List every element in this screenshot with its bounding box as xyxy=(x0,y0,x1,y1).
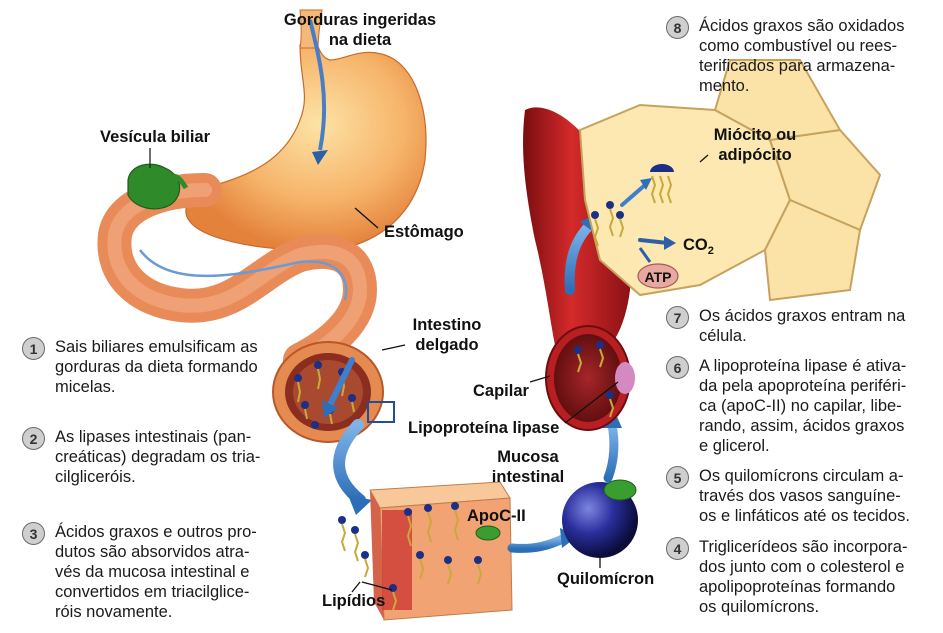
step-1: 1 Sais biliares emulsificam as gorduras … xyxy=(22,337,297,397)
label-capillary: Capilar xyxy=(473,382,530,400)
step-6: 6 A lipoproteína lipase é ativa- da pela… xyxy=(666,356,936,456)
step-5: 5 Os quilomícrons circulam a- través dos… xyxy=(666,466,936,526)
zoom-box xyxy=(367,401,395,423)
mucosa-block xyxy=(369,481,513,621)
step-text: A lipoproteína lipase é ativa- da pela a… xyxy=(699,357,907,455)
step-number: 8 xyxy=(666,16,689,39)
label-lipoprotein-lipase: Lipoproteína lipase xyxy=(408,419,559,437)
step-text: Ácidos graxos e outros pro- dutos são ab… xyxy=(55,523,257,621)
step-number: 7 xyxy=(666,306,689,329)
label-small-intestine-2: delgado xyxy=(415,336,478,354)
label-co2: CO2 xyxy=(683,236,714,257)
step-number: 2 xyxy=(22,427,45,450)
label-myocyte-2: adipócito xyxy=(718,146,791,164)
step-2: 2 As lipases intestinais (pan- creáticas… xyxy=(22,427,297,487)
label-myocyte-1: Miócito ou xyxy=(714,126,796,144)
step-number: 5 xyxy=(666,466,689,489)
step-text: Ácidos graxos são oxidados como combustí… xyxy=(699,17,905,95)
label-gallbladder: Vesícula biliar xyxy=(100,128,211,146)
arrow-to-mucosa xyxy=(333,419,366,506)
label-dietary-fats-2: na dieta xyxy=(329,31,392,49)
label-intestinal-mucosa-1: Mucosa xyxy=(497,448,559,466)
step-number: 4 xyxy=(666,537,689,560)
step-7: 7 Os ácidos graxos entram na célula. xyxy=(666,306,936,346)
lipid-molecules xyxy=(338,516,398,611)
label-chylomicron: Quilomícron xyxy=(557,570,654,588)
label-intestinal-mucosa-2: intestinal xyxy=(492,468,564,486)
step-8: 8 Ácidos graxos são oxidados como combus… xyxy=(666,16,936,96)
label-small-intestine-1: Intestino xyxy=(413,316,482,334)
step-text: Triglicerídeos são incorpora- dos junto … xyxy=(699,538,908,616)
step-number: 3 xyxy=(22,522,45,545)
label-apoc: ApoC-II xyxy=(467,507,526,525)
step-number: 6 xyxy=(666,356,689,379)
step-4: 4 Triglicerídeos são incorpora- dos junt… xyxy=(666,537,936,617)
cell-illustration xyxy=(578,59,882,302)
chylomicron-sphere xyxy=(562,479,638,568)
intestine-illustration xyxy=(97,173,384,443)
step-text: Os quilomícrons circulam a- través dos v… xyxy=(699,467,910,525)
label-lipids: Lipídios xyxy=(322,592,385,610)
label-dietary-fats-1: Gorduras ingeridas xyxy=(284,11,436,29)
label-stomach: Estômago xyxy=(384,223,464,241)
step-text: As lipases intestinais (pan- creáticas) … xyxy=(55,428,261,486)
step-number: 1 xyxy=(22,337,45,360)
stomach-illustration xyxy=(185,9,427,251)
step-3: 3 Ácidos graxos e outros pro- dutos são … xyxy=(22,522,297,622)
step-text: Sais biliares emulsificam as gorduras da… xyxy=(55,338,258,396)
step-text: Os ácidos graxos entram na célula. xyxy=(699,307,906,345)
label-atp: ATP xyxy=(645,269,672,285)
gallbladder-illustration xyxy=(127,148,189,210)
